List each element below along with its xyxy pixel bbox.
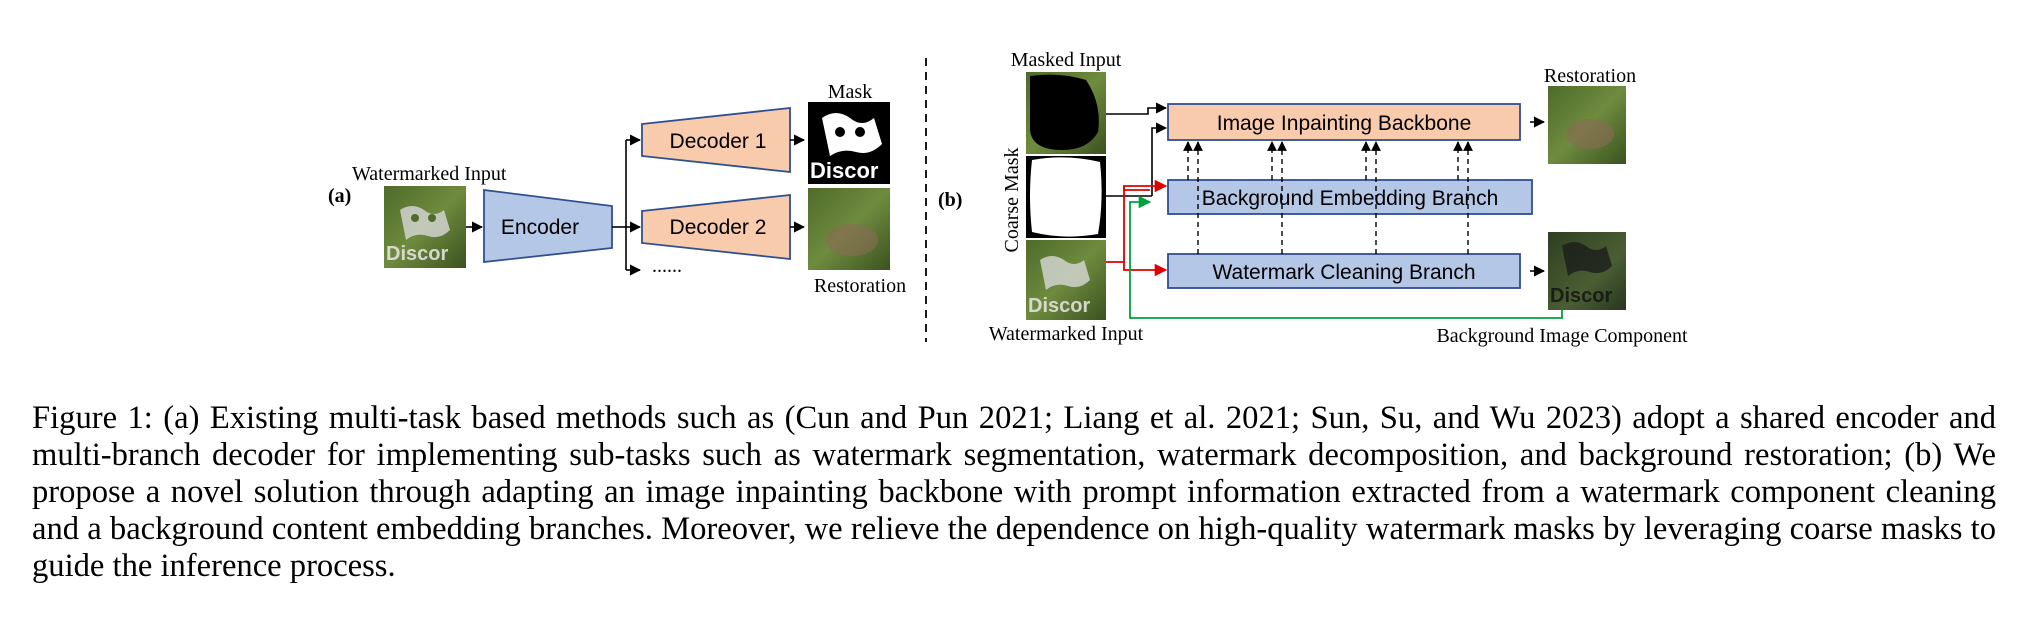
restoration-output-image-a bbox=[808, 188, 890, 270]
figure-diagram: (a) Watermarked Input Discor Encoder Dec… bbox=[328, 49, 1688, 347]
image-inpainting-backbone-block bbox=[1167, 103, 1521, 141]
coarse-mask-image bbox=[1026, 156, 1106, 238]
mask-label: Mask bbox=[828, 81, 872, 103]
figure-caption: Figure 1: (a) Existing multi-task based … bbox=[32, 400, 1996, 584]
background-image-component-output: Discor bbox=[1548, 232, 1626, 310]
background-embedding-branch-block bbox=[1167, 179, 1533, 215]
decoder-2-block bbox=[641, 193, 791, 261]
mask-output-image: Discor bbox=[808, 102, 890, 184]
background-component-watermark-text: Discor bbox=[1550, 285, 1612, 307]
mask-watermark-text: Discor bbox=[810, 158, 879, 183]
watermarked-input-image-a: Discor bbox=[384, 186, 466, 268]
watermark-text-a: Discor bbox=[386, 243, 448, 265]
decoder-1-label: Decoder 1 bbox=[670, 130, 767, 153]
decoder-1-block bbox=[641, 106, 791, 174]
watermark-text-b: Discor bbox=[1028, 295, 1090, 317]
more-decoders-ellipsis: ...... bbox=[652, 255, 682, 277]
encoder-block bbox=[483, 188, 613, 264]
panel-b-tag: (b) bbox=[938, 189, 962, 211]
prompt-dashed-arrows bbox=[1183, 141, 1473, 254]
restoration-label-b: Restoration bbox=[1544, 65, 1636, 87]
background-embedding-branch-label: Background Embedding Branch bbox=[1202, 187, 1499, 210]
encoder-branch-arrows bbox=[612, 134, 642, 276]
decoder-2-label: Decoder 2 bbox=[670, 216, 767, 239]
background-image-component-label: Background Image Component bbox=[1436, 325, 1687, 347]
background-component-feedback-arrow bbox=[1129, 195, 1563, 319]
red-input-arrows bbox=[1106, 179, 1168, 277]
masked-input-image bbox=[1026, 72, 1106, 154]
masked-input-arrows bbox=[1106, 102, 1168, 197]
image-inpainting-backbone-label: Image Inpainting Backbone bbox=[1217, 112, 1472, 135]
masked-input-label: Masked Input bbox=[1011, 49, 1122, 71]
watermarked-input-label-b: Watermarked Input bbox=[989, 323, 1144, 345]
encoder-label: Encoder bbox=[501, 216, 579, 239]
watermark-cleaning-branch-block bbox=[1167, 253, 1521, 289]
coarse-mask-label: Coarse Mask bbox=[1001, 148, 1023, 253]
restoration-label-a: Restoration bbox=[814, 275, 906, 297]
watermarked-input-image-b: Discor bbox=[1026, 240, 1106, 320]
panel-a-input-label: Watermarked Input bbox=[352, 163, 507, 185]
panel-a-tag: (a) bbox=[328, 185, 351, 207]
watermark-cleaning-branch-label: Watermark Cleaning Branch bbox=[1213, 261, 1476, 284]
restoration-output-image-b bbox=[1548, 86, 1626, 164]
